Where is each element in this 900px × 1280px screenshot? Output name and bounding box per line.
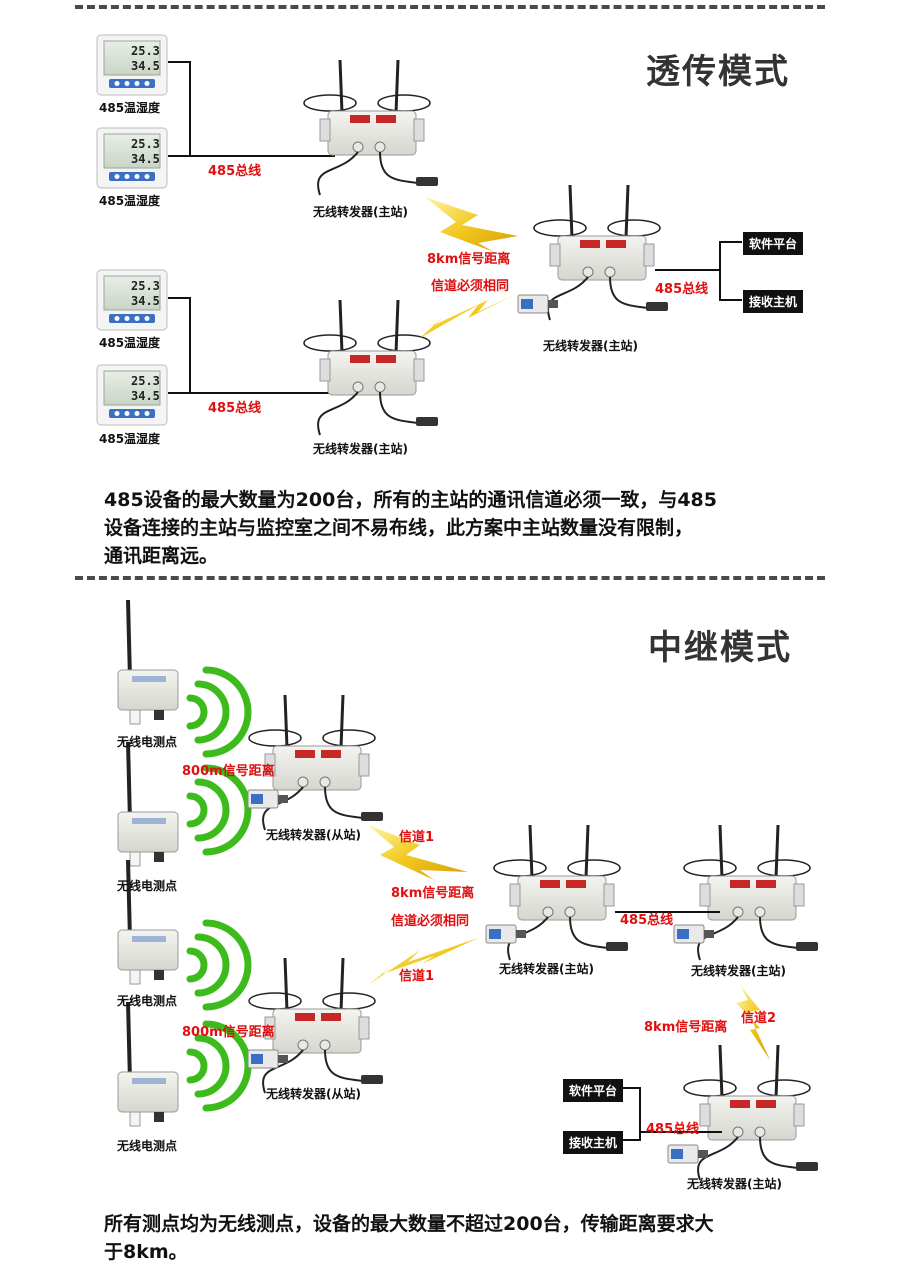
software-platform-box-2: 软件平台: [563, 1079, 624, 1102]
section1-paragraph-line-2: 设备连接的主站与监控室之间不易布线，此方案中主站数量没有限制，: [104, 517, 694, 539]
short-range-label-1: 800m信号距离: [182, 764, 275, 779]
bus-label-4: 485总线: [620, 913, 674, 928]
master-label-3: 无线转发器(主站): [687, 1177, 782, 1191]
short-range-label-2: 800m信号距离: [182, 1025, 275, 1040]
receiving-host-box: 接收主机: [743, 290, 804, 313]
sensor-label-4: 485温湿度: [99, 432, 161, 446]
master-label-2: 无线转发器(主站): [691, 964, 786, 978]
section2-paragraph-line-1: 所有测点均为无线测点，设备的最大数量不超过200台，传输距离要求大: [104, 1213, 714, 1235]
receiving-host-box-2: 接收主机: [563, 1131, 624, 1154]
master-label-1: 无线转发器(主站): [499, 962, 594, 976]
distance-label-2: 8km信号距离: [391, 886, 475, 901]
bus-label-2: 485总线: [208, 401, 262, 416]
channel-same-label-2: 信道必须相同: [391, 914, 470, 929]
node-label-2: 无线电测点: [117, 879, 178, 893]
slave-label-1: 无线转发器(从站): [266, 828, 361, 842]
section1-paragraph-line-1: 485设备的最大数量为200台，所有的主站的通讯信道必须一致，与485: [104, 489, 717, 511]
sensor-label-2: 485温湿度: [99, 194, 161, 208]
relay-label-2: 无线转发器(主站): [313, 442, 408, 456]
bus-label-3: 485总线: [655, 282, 709, 297]
bus-label-5: 485总线: [646, 1122, 700, 1137]
slave-label-2: 无线转发器(从站): [266, 1087, 361, 1101]
node-label-4: 无线电测点: [117, 1139, 178, 1153]
channel-same-label: 信道必须相同: [431, 279, 510, 294]
relay-label-1: 无线转发器(主站): [313, 205, 408, 219]
sensor-label-3: 485温湿度: [99, 336, 161, 350]
relay-label-3: 无线转发器(主站): [543, 339, 638, 353]
section2-paragraph-line-2: 于8km。: [104, 1241, 188, 1263]
section2-title: 中继模式: [648, 628, 792, 668]
sensor-label-1: 485温湿度: [99, 101, 161, 115]
section1-title: 透传模式: [646, 52, 790, 92]
node-label-3: 无线电测点: [117, 994, 178, 1008]
divider-top: [75, 5, 825, 9]
software-platform-box: 软件平台: [743, 232, 804, 255]
bus-label-1: 485总线: [208, 164, 262, 179]
section2-paragraph: 所有测点均为无线测点，设备的最大数量不超过200台，传输距离要求大 于8km。: [104, 1210, 714, 1266]
section1-paragraph: 485设备的最大数量为200台，所有的主站的通讯信道必须一致，与485 设备连接…: [104, 486, 717, 570]
channel2-label: 信道2: [741, 1011, 777, 1026]
distance-label: 8km信号距离: [427, 252, 511, 267]
channel1-label-top: 信道1: [399, 830, 435, 845]
distance-label-3: 8km信号距离: [644, 1020, 728, 1035]
divider-middle: [75, 576, 825, 580]
node-label-1: 无线电测点: [117, 735, 178, 749]
section1-paragraph-line-3: 通讯距离远。: [104, 545, 219, 567]
channel1-label-bottom: 信道1: [399, 969, 435, 984]
